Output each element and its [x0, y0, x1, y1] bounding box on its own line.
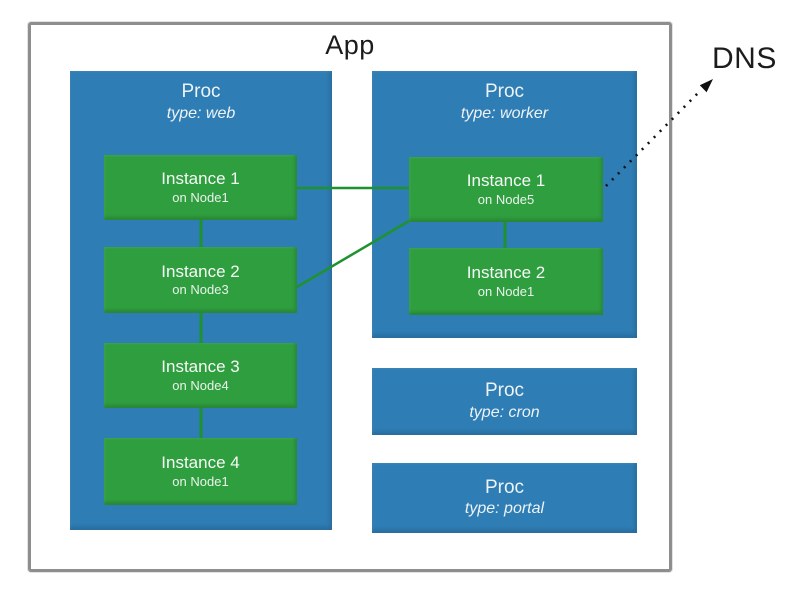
proc-box-web: Proc type: web Instance 1 on Node1 Insta… [70, 71, 332, 530]
proc-web-title: Proc [181, 81, 221, 102]
instance-worker-1-name: Instance 1 [466, 171, 546, 191]
instance-web-2-node: on Node3 [172, 282, 229, 298]
instance-web-3-node: on Node4 [172, 377, 229, 393]
proc-box-portal: Proc type: portal [372, 463, 637, 533]
app-boundary [28, 22, 672, 572]
instance-web-3: Instance 3 on Node4 [104, 343, 297, 408]
instance-worker-1: Instance 1 on Node5 [409, 157, 603, 222]
proc-box-cron: Proc type: cron [372, 368, 637, 435]
instance-web-4-name: Instance 4 [161, 453, 240, 473]
proc-web-type: type: web [166, 104, 236, 122]
proc-box-worker: Proc type: worker Instance 1 on Node5 In… [372, 71, 637, 338]
instance-web-1-node: on Node1 [172, 189, 229, 205]
instance-web-2-name: Instance 2 [161, 261, 240, 281]
instance-web-2: Instance 2 on Node3 [104, 247, 297, 313]
proc-worker-title: Proc [484, 81, 525, 102]
instance-worker-2-name: Instance 2 [466, 263, 546, 283]
proc-portal-header: Proc type: portal [372, 476, 637, 521]
proc-portal-type: type: portal [464, 500, 545, 518]
proc-worker-header: Proc type: worker [372, 71, 637, 125]
instance-web-4: Instance 4 on Node1 [104, 438, 297, 505]
proc-cron-title: Proc [484, 380, 525, 402]
proc-web-header: Proc type: web [70, 71, 332, 125]
instance-worker-1-node: on Node5 [477, 191, 535, 207]
proc-worker-type: type: worker [460, 104, 549, 122]
instance-web-4-node: on Node1 [172, 473, 229, 489]
proc-cron-header: Proc type: cron [372, 379, 637, 424]
proc-cron-type: type: cron [469, 403, 540, 421]
instance-web-3-name: Instance 3 [161, 357, 240, 377]
instance-worker-2: Instance 2 on Node1 [409, 248, 603, 315]
instance-web-1-name: Instance 1 [161, 169, 240, 189]
app-title: App [325, 30, 375, 60]
instance-web-1: Instance 1 on Node1 [104, 155, 297, 220]
instance-worker-2-node: on Node1 [477, 283, 535, 299]
dns-label: DNS [712, 42, 777, 75]
dns-arrowhead [699, 79, 713, 93]
proc-portal-title: Proc [484, 476, 525, 498]
